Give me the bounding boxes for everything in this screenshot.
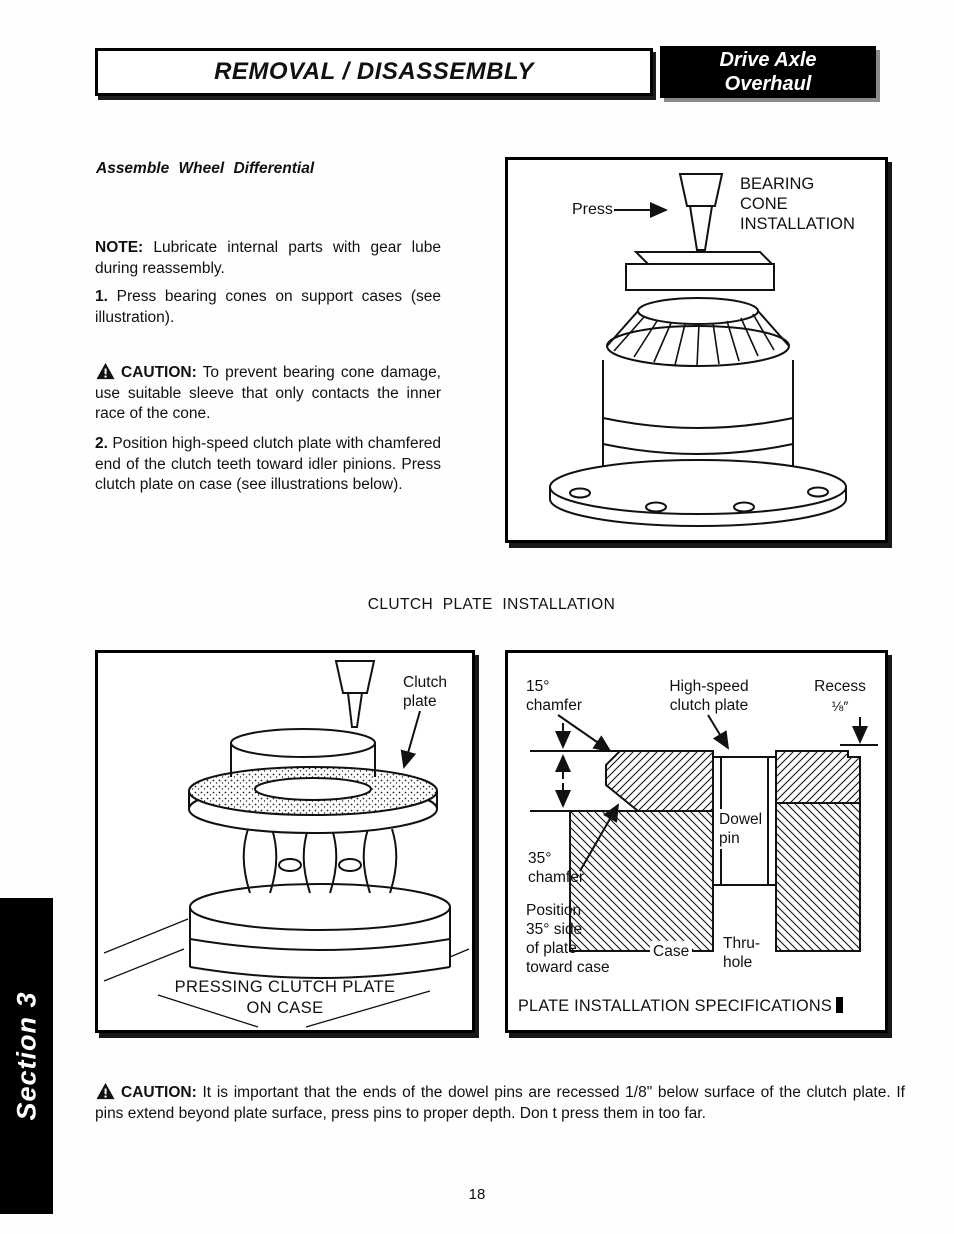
caution-2-label: CAUTION: bbox=[121, 1084, 197, 1101]
caution-1-paragraph: CAUTION: To prevent bearing cone damage,… bbox=[95, 362, 441, 425]
warning-icon bbox=[96, 362, 115, 380]
clutch-plate-label: Clutch plate bbox=[403, 674, 447, 710]
caution-1-label: CAUTION: bbox=[121, 364, 197, 381]
caption-end-bar bbox=[835, 997, 843, 1013]
note-label: NOTE: bbox=[95, 239, 144, 256]
step-2-text: Position high-speed clutch plate with ch… bbox=[95, 435, 441, 493]
case-label: Case bbox=[650, 941, 693, 962]
pressing-figure-caption: PRESSING CLUTCH PLATE ON CASE bbox=[174, 978, 396, 1017]
recess-value: ⅛″ bbox=[831, 698, 849, 714]
recess-label: Recess bbox=[814, 678, 866, 695]
note-text: Lubricate internal parts with gear lube … bbox=[95, 239, 441, 277]
step-2-number: 2. bbox=[95, 435, 108, 452]
bearing-figure-title: BEARING CONE INSTALLATION bbox=[740, 175, 855, 233]
clutch-plate-installation-title: CLUTCH PLATE INSTALLATION bbox=[367, 596, 616, 613]
section-3-label: Section 3 bbox=[11, 991, 41, 1121]
figure-plate-installation-specs: 15° chamfer High-speed clutch plate Rece… bbox=[505, 650, 888, 1033]
specs-figure-caption: PLATE INSTALLATION SPECIFICATIONS bbox=[518, 997, 878, 1016]
caution-2-paragraph: CAUTION: It is important that the ends o… bbox=[95, 1082, 905, 1124]
chamfer-15-label: 15° chamfer bbox=[526, 678, 582, 714]
step-1-paragraph: 1. Press bearing cones on support cases … bbox=[95, 287, 441, 328]
page-title-box: REMOVAL / DISASSEMBLY bbox=[95, 48, 653, 96]
figure-bearing-cone-installation: Press BEARING CONE INSTALLATION bbox=[505, 157, 888, 543]
warning-icon bbox=[96, 1082, 115, 1100]
dowel-pin-label: Dowel pin bbox=[716, 809, 766, 849]
position-note-label: Position 35° side of plate toward case bbox=[526, 902, 610, 976]
step-2-paragraph: 2. Position high-speed clutch plate with… bbox=[95, 434, 441, 496]
press-label: Press bbox=[572, 201, 613, 218]
step-1-text: Press bearing cones on support cases (se… bbox=[95, 288, 441, 326]
overhaul-badge: Drive Axle Overhaul bbox=[660, 46, 876, 98]
plate-specs-drawing bbox=[530, 714, 878, 952]
note-paragraph: NOTE: Lubricate internal parts with gear… bbox=[95, 238, 441, 279]
caution-2-text: It is important that the ends of the dow… bbox=[95, 1084, 905, 1122]
chamfer-35-label: 35° chamfer bbox=[528, 850, 584, 886]
step-1-number: 1. bbox=[95, 288, 108, 305]
section-heading: Assemble Wheel Differential bbox=[96, 160, 315, 177]
bearing-cone-drawing bbox=[549, 173, 847, 527]
specs-caption-text: PLATE INSTALLATION SPECIFICATIONS bbox=[518, 997, 832, 1015]
caution-1-text: To prevent bearing cone damage, use suit… bbox=[95, 364, 441, 422]
pressing-clutch-plate-drawing bbox=[103, 660, 470, 1028]
figure-pressing-clutch-plate: Clutch plate PRESSING CLUTCH PLATE ON CA… bbox=[95, 650, 475, 1033]
thru-hole-label: Thru- hole bbox=[720, 933, 764, 973]
high-speed-clutch-plate-label: High-speed clutch plate bbox=[669, 678, 749, 714]
page-number: 18 bbox=[468, 1186, 486, 1203]
page-title: REMOVAL / DISASSEMBLY bbox=[214, 58, 534, 85]
section-3-tab: Section 3 bbox=[0, 898, 53, 1214]
